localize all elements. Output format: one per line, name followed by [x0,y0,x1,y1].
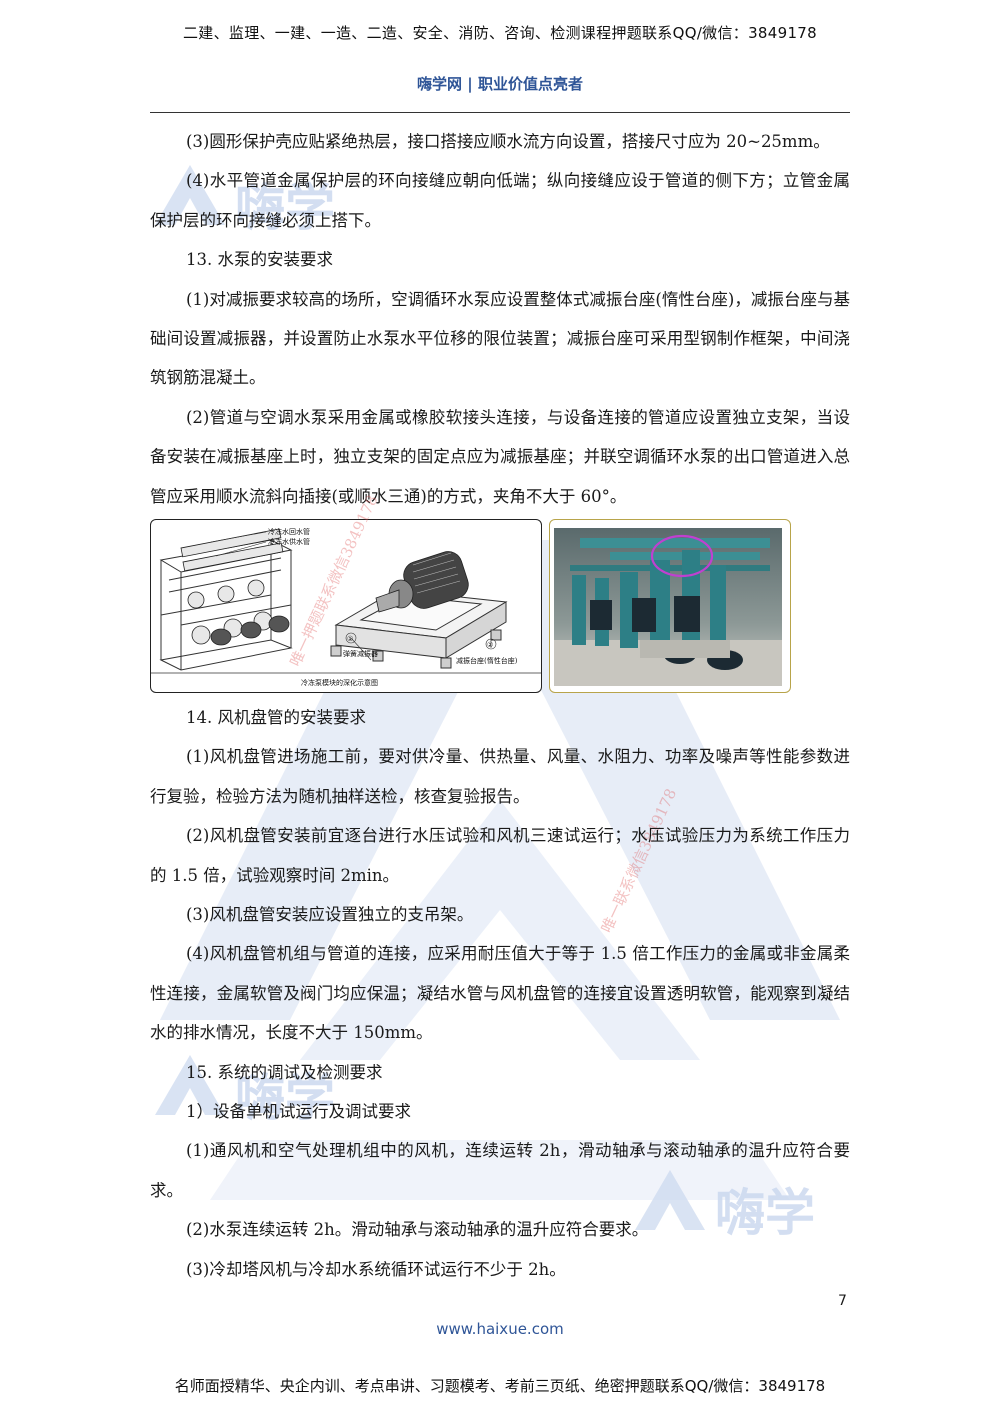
figure-pump-module-diagram: 冷冻水回水管 冷冻水供水管 ① 弹簧减振器 ② 减振台座(惰性台座) 冷冻泵模块… [150,519,542,693]
callout-2-label: 减振台座(惰性台座) [456,656,518,665]
paragraph: (3)风机盘管安装应设置独立的支吊架。 [186,905,474,925]
paragraph: (2)管道与空调水泵采用金属或橡胶软接头连接，与设备连接的管道应设置独立支架，当… [150,407,850,506]
figure-pump-room-photo [549,519,791,693]
footer-website-link[interactable]: www.haixue.com [436,1320,564,1338]
label-return-pipe: 冷冻水回水管 [268,527,310,536]
highlight-circle-icon [650,534,714,578]
figure-caption: 冷冻泵模块的深化示意图 [301,678,378,687]
sub-heading: 1）设备单机试运行及调试要求 [186,1102,411,1122]
header-divider [150,112,850,113]
paragraph: (1)风机盘管进场施工前，要对供冷量、供热量、风量、水阻力、功率及噪声等性能参数… [150,747,850,806]
paragraph: (3)冷却塔风机与冷却水系统循环试运行不少于 2h。 [186,1259,566,1279]
header-promo-line: 二建、监理、一建、一造、二造、安全、消防、咨询、检测课程押题联系QQ/微信：38… [183,24,817,42]
header-subtitle: 嗨学网 | 职业价值点亮者 [417,75,583,93]
paragraph: (4)水平管道金属保护层的环向接缝应朝向低端；纵向接缝应设于管道的侧下方；立管金… [150,171,850,230]
footer-promo-line: 名师面授精华、央企内训、考点串讲、习题模考、考前三页纸、绝密押题联系QQ/微信：… [174,1377,826,1395]
paragraph: (4)风机盘管机组与管道的连接，应采用耐压值大于等于 1.5 倍工作压力的金属或… [150,944,850,1043]
paragraph: (2)水泵连续运转 2h。滑动轴承与滚动轴承的温升应符合要求。 [186,1220,649,1240]
label-supply-pipe: 冷冻水供水管 [268,537,310,546]
callout-1-label: 弹簧减振器 [343,649,378,658]
pump-room-photo [554,528,782,686]
pump-module-drawing: 冷冻水回水管 冷冻水供水管 ① 弹簧减振器 ② 减振台座(惰性台座) 冷冻泵模块… [151,527,541,687]
callout-2-number: ② [487,641,493,649]
paragraph: (1)对减振要求较高的场所，空调循环水泵应设置整体式减振台座(惰性台座)，减振台… [150,289,850,388]
content-block-2: 14. 风机盘管的安装要求 (1)风机盘管进场施工前，要对供冷量、供热量、风量、… [150,698,850,1289]
section-heading: 14. 风机盘管的安装要求 [186,708,366,727]
paragraph: (2)风机盘管安装前宜逐台进行水压试验和风机三速试运行；水压试验压力为系统工作压… [150,826,850,885]
paragraph: (1)通风机和空气处理机组中的风机，连续运转 2h，滑动轴承与滚动轴承的温升应符… [150,1141,850,1200]
section-heading: 13. 水泵的安装要求 [186,250,333,270]
content-block-1: (3)圆形保护壳应贴紧绝热层，接口搭接应顺水流方向设置，搭接尺寸应为 20~25… [150,122,850,516]
paragraph: (3)圆形保护壳应贴紧绝热层，接口搭接应顺水流方向设置，搭接尺寸应为 20~25… [186,132,830,151]
section-heading: 15. 系统的调试及检测要求 [186,1062,383,1082]
page-number: 7 [838,1293,847,1309]
callout-1-number: ① [347,635,353,643]
